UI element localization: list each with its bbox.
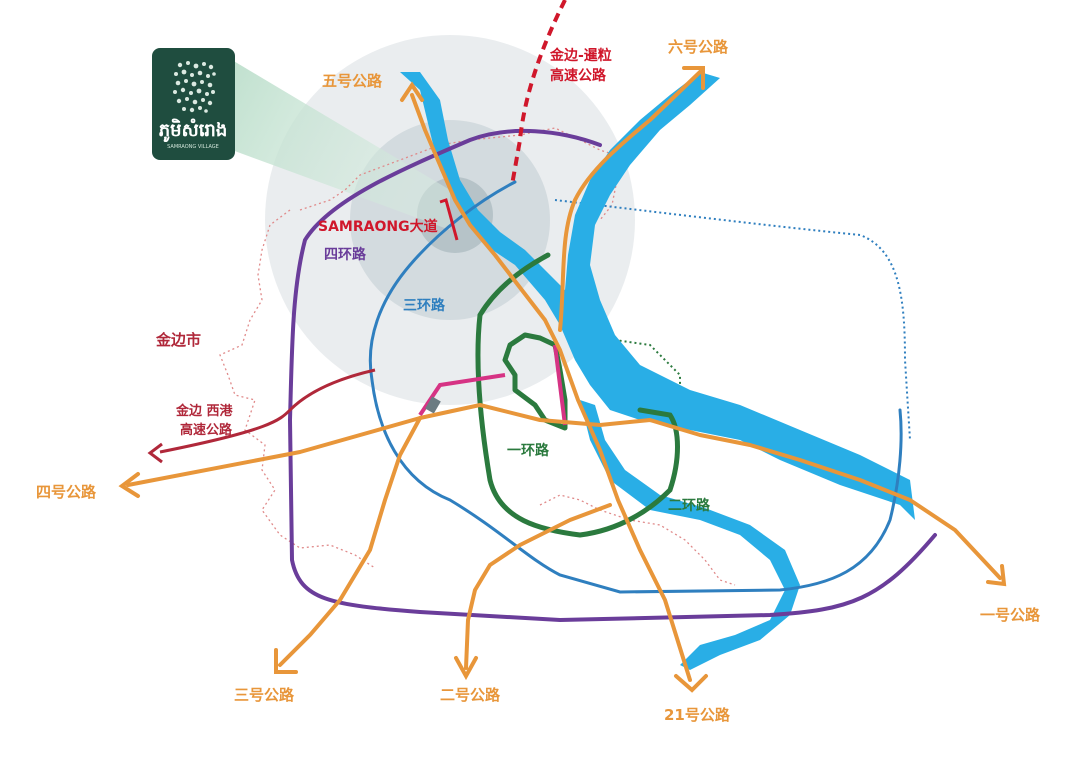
samraong-avenue-label: SAMRAONG大道 (318, 218, 438, 235)
road-21-label: 21号公路 (664, 706, 731, 724)
expressway-label-line2: 高速公路 (550, 67, 607, 84)
planned-road-dotted (554, 199, 911, 441)
ring-2-label: 二环路 (668, 497, 711, 514)
road-21-arrow (674, 674, 708, 693)
phnom-penh-city-label: 金边市 (155, 331, 201, 349)
national-roads (126, 70, 1002, 682)
connector-west (418, 373, 506, 417)
ring-1-label: 一环路 (507, 442, 550, 459)
road-4-label: 四号公路 (36, 483, 97, 501)
ring-road-3 (368, 180, 903, 594)
road-1-label: 一号公路 (980, 606, 1041, 624)
road-5-arrow (400, 81, 424, 102)
road-6-line (558, 70, 702, 332)
road-2-arrow (454, 656, 478, 681)
west-port-expressway-arrow (147, 442, 163, 464)
road-3-line (278, 416, 422, 667)
road-1-arrow (986, 564, 1007, 587)
connector-east (553, 344, 567, 426)
road-6-arrow (682, 66, 705, 90)
road-3-label: 三号公路 (234, 686, 295, 704)
west-port-label-line1: 金边 西港 (175, 403, 234, 419)
road-5-label: 五号公路 (322, 72, 383, 90)
road-4-arrow (118, 472, 140, 498)
logo-beam (232, 60, 450, 230)
road-2-line (464, 503, 612, 670)
logo-khmer-text: ភូមិសំរោង (159, 118, 228, 143)
ring-3-label: 三环路 (403, 297, 446, 314)
siem-reap-expressway (510, 0, 567, 186)
west-port-label-line2: 高速公路 (180, 422, 233, 438)
road-6-label: 六号公路 (668, 38, 729, 56)
road-3-arrow (274, 648, 298, 674)
ring-road-4 (287, 128, 937, 623)
logo-card (152, 48, 235, 160)
samraong-avenue-line (439, 198, 459, 241)
river-south-branch (580, 400, 800, 670)
road-5-line (410, 93, 692, 682)
ring-road-2 (475, 252, 680, 538)
connector-marker (425, 396, 441, 414)
ring-4-label: 四环路 (324, 246, 367, 263)
samraong-village-logo: ភូមិសំរោង SAMRAONG VILLAGE (152, 48, 235, 160)
road-4-line (126, 403, 1002, 580)
river (400, 72, 915, 520)
logo-sub-text: SAMRAONG VILLAGE (167, 144, 219, 150)
leaf-cluster-icon (173, 61, 216, 113)
west-port-expressway (159, 368, 376, 454)
expressway-label-line1: 金边-暹粒 (549, 47, 612, 64)
road-2-label: 二号公路 (440, 686, 501, 704)
